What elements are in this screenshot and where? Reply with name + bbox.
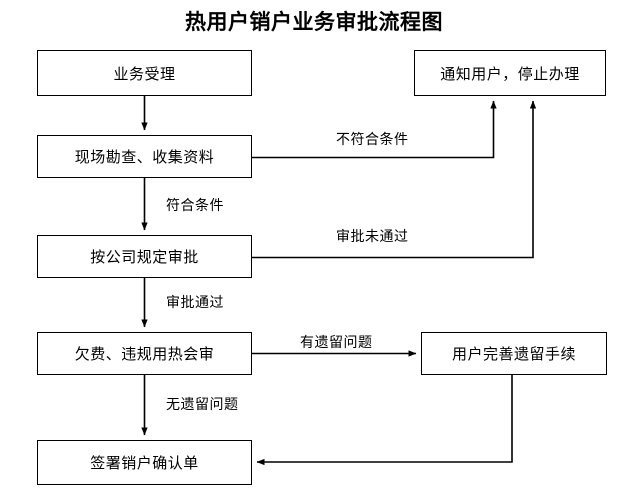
connector-survey-to-notify — [252, 100, 497, 159]
edge-label-has-pending-issue: 有遗留问题 — [300, 335, 373, 351]
page-title: 热用户销户业务审批流程图 — [185, 10, 443, 34]
node-company-approval[interactable]: 按公司规定审批 — [37, 235, 252, 278]
node-notify-user-stop[interactable]: 通知用户，停止办理 — [414, 50, 606, 96]
edge-label-not-approved: 审批未通过 — [336, 229, 409, 245]
edge-label-not-qualified: 不符合条件 — [336, 132, 409, 148]
edge-label-qualified: 符合条件 — [166, 198, 224, 214]
node-site-survey[interactable]: 现场勘查、收集资料 — [37, 135, 252, 178]
connector-complete-to-sign — [256, 375, 513, 466]
edge-label-no-pending-issue: 无遗留问题 — [166, 397, 239, 413]
node-arrears-violation-review[interactable]: 欠费、违规用热会审 — [37, 332, 252, 375]
node-business-acceptance[interactable]: 业务受理 — [37, 50, 252, 96]
node-sign-cancellation-form[interactable]: 签署销户确认单 — [37, 440, 252, 485]
edge-label-approved: 审批通过 — [166, 295, 224, 311]
connector-approve-to-notify — [252, 100, 537, 259]
node-user-complete-formalities[interactable]: 用户完善遗留手续 — [421, 332, 607, 375]
